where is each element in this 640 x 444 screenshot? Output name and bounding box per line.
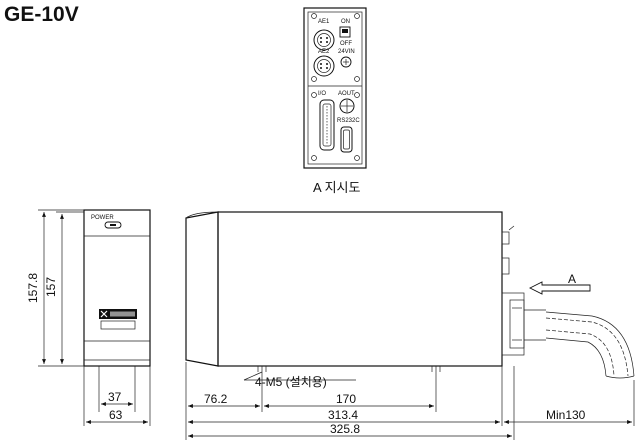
aout-connector-icon	[339, 98, 355, 114]
front-hole-pitch-dimension: 37	[108, 390, 122, 404]
side-length-dimensions: 76.2 170 313.4 Min130 325.8	[185, 362, 635, 440]
ae2-label: AE2	[318, 49, 330, 55]
24vin-label: 24VIN	[338, 49, 355, 55]
front-bezel	[185, 211, 219, 367]
mounting-holes-label: 4-M5 (설치용)	[255, 375, 327, 389]
io-connector-icon	[319, 99, 335, 151]
panel-inner-outline	[307, 11, 363, 165]
hole-offset-dimension: 76.2	[204, 392, 228, 406]
rs232c-connector-icon	[340, 126, 353, 153]
power-switch-icon	[339, 26, 351, 38]
io-label: I/O	[318, 91, 326, 97]
brand-logo-icon	[99, 309, 137, 319]
aout-label: AOUT	[338, 91, 355, 97]
overall-length-dimension: 325.8	[330, 422, 360, 436]
cable	[545, 311, 635, 379]
height-outer-dimension: 157.8	[26, 273, 40, 303]
hole-pitch-dimension: 170	[336, 392, 356, 406]
front-view: POWER	[83, 209, 151, 372]
panel-outline	[303, 7, 367, 169]
height-inner-dimension: 157	[44, 277, 58, 297]
cable-bend-dimension: Min130	[546, 408, 586, 422]
name-plate	[100, 320, 136, 330]
front-height-dimensions: 157.8 157	[26, 209, 84, 367]
panel-screw-icon	[311, 13, 360, 161]
side-view	[185, 211, 546, 376]
main-body	[217, 211, 503, 367]
power-label: POWER	[91, 215, 114, 221]
rear-connector-block	[501, 292, 525, 356]
view-arrow-label: A	[568, 272, 576, 286]
ae1-connector-icon	[313, 29, 335, 51]
power-input-icon	[340, 56, 352, 68]
ae1-label: AE1	[318, 19, 330, 25]
panel-caption: A 지시도	[313, 180, 360, 195]
mounting-holes-callout: 4-M5 (설치용)	[243, 371, 356, 389]
drawing-title: GE-10V	[4, 3, 79, 26]
on-label: ON	[341, 19, 350, 25]
view-arrow: A	[528, 272, 591, 295]
ae2-connector-icon	[313, 55, 335, 77]
off-label: OFF	[340, 41, 352, 47]
rs232c-label: RS232C	[337, 118, 360, 124]
power-indicator-icon	[104, 221, 122, 229]
panel-view: AE1 AE2 ON OFF 24VIN I/O	[303, 7, 367, 169]
front-width-dimension: 63	[109, 408, 123, 422]
front-outline	[83, 209, 151, 367]
body-length-dimension: 313.4	[328, 408, 358, 422]
front-width-dimensions: 37 63	[83, 366, 151, 426]
